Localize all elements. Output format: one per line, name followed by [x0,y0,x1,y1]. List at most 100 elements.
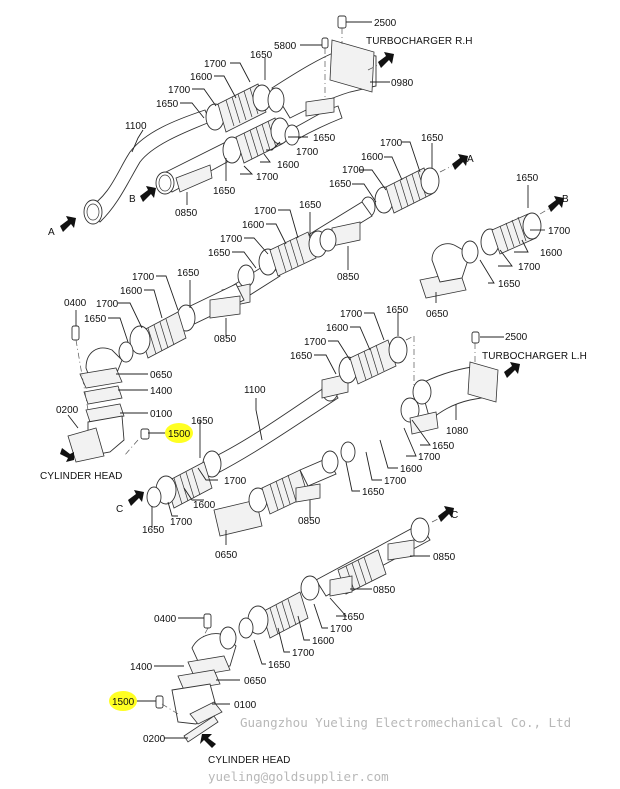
label-1600: 1600 [193,500,216,511]
label-1700: 1700 [96,299,119,310]
label-0200: 0200 [56,405,79,416]
label-1700: 1700 [224,476,247,487]
label-1650: 1650 [329,179,352,190]
label-1650: 1650 [290,351,313,362]
label-turbocharger-rh: TURBOCHARGER R.H [366,36,473,47]
label-0650: 0650 [150,370,173,381]
label-0200: 0200 [143,734,166,745]
label-0850: 0850 [298,516,321,527]
label-1650: 1650 [191,416,214,427]
label-1600: 1600 [312,636,335,647]
pipe-flange [83,199,103,225]
label-1650: 1650 [142,525,165,536]
gasket-0200-lower [183,715,219,743]
callout-labels: 2500 5800 TURBOCHARGER R.H 0980 1700 165… [40,18,587,766]
highlight-1500-lower [109,691,137,711]
label-arrow-a: A [48,227,55,238]
label-1600: 1600 [400,464,423,475]
label-0850: 0850 [175,208,198,219]
bellows-upper-1 [205,83,272,133]
label-1600: 1600 [242,220,265,231]
label-1080: 1080 [446,426,469,437]
watermark-company: Guangzhou Yueling Electromechanical Co.,… [240,715,571,730]
manifold-branch [289,105,343,141]
label-1700: 1700 [292,648,315,659]
arrow-to-turbo-lh [504,362,520,378]
arrow-c-1 [128,490,144,506]
label-0400: 0400 [154,614,177,625]
arrow-to-turbo-rh [378,52,394,68]
label-1600: 1600 [190,72,213,83]
label-0650: 0650 [426,309,449,320]
label-5800: 5800 [274,41,297,52]
label-1700: 1700 [342,165,365,176]
label-1700: 1700 [132,272,155,283]
label-1650: 1650 [421,133,444,144]
label-1600: 1600 [277,160,300,171]
label-1650: 1650 [208,248,231,259]
turbo-rh-axis [367,64,379,71]
label-1650: 1650 [498,279,521,290]
label-1700: 1700 [340,309,363,320]
pipe-lower-b-flange-inner [158,174,172,192]
label-1650: 1650 [516,173,539,184]
label-1650: 1650 [156,99,179,110]
label-0400: 0400 [64,298,87,309]
manifold-inlet [267,87,285,113]
stud-5800 [321,37,329,49]
label-0850: 0850 [214,334,237,345]
label-1650: 1650 [386,305,409,316]
arrow-b-1 [140,186,156,202]
label-1100: 1100 [244,385,266,396]
left-assembly-1 [60,283,245,463]
label-1650: 1650 [362,487,385,498]
label-0980: 0980 [391,78,414,89]
label-2500: 2500 [374,18,397,29]
bracket-0850 [175,164,213,193]
lh-assembly [207,331,520,475]
label-1650: 1650 [84,314,107,325]
label-arrow-b: B [129,194,136,205]
rh-upper-assembly [83,15,394,225]
label-1700: 1700 [548,226,571,237]
elbow-0650-mid [213,499,263,537]
label-1500-highlighted: 1500 [168,429,191,440]
bolt-0400-upper [71,325,80,341]
label-arrow-b2: B [562,194,569,205]
bellows-upper-2 [222,117,290,164]
label-1700: 1700 [518,262,541,273]
arrow-cylinder-head-1 [60,448,74,462]
arrow-c-2 [438,506,454,522]
lower-left-bellows [128,450,222,509]
label-1600: 1600 [326,323,349,334]
leader-lines [67,21,545,739]
label-arrow-c: C [116,504,123,515]
label-1650: 1650 [313,133,336,144]
label-cylinder-head-2: CYLINDER HEAD [208,755,290,766]
label-0650: 0650 [215,550,238,561]
arrow-a-1 [60,216,76,232]
highlight-1500-upper [165,423,193,443]
label-1700: 1700 [418,452,441,463]
label-1700: 1700 [256,172,279,183]
label-1500-highlighted: 1500 [112,697,135,708]
label-1600: 1600 [540,248,563,259]
bolt-2500 [337,15,347,29]
label-0650: 0650 [244,676,267,687]
pipe-1100-lower [207,383,339,475]
gasket-1400 [83,385,123,405]
label-1400: 1400 [130,662,153,673]
label-1600: 1600 [120,286,143,297]
label-1700: 1700 [204,59,227,70]
label-1700: 1700 [254,206,277,217]
label-1700: 1700 [384,476,407,487]
label-1650: 1650 [268,660,291,671]
label-0850: 0850 [433,552,456,563]
label-1650: 1650 [213,186,236,197]
label-turbocharger-lh: TURBOCHARGER L.H [482,351,587,362]
label-1700: 1700 [296,147,319,158]
label-1700: 1700 [380,138,403,149]
label-arrow-c2: C [451,510,458,521]
bolt-0400-lower [203,613,212,629]
